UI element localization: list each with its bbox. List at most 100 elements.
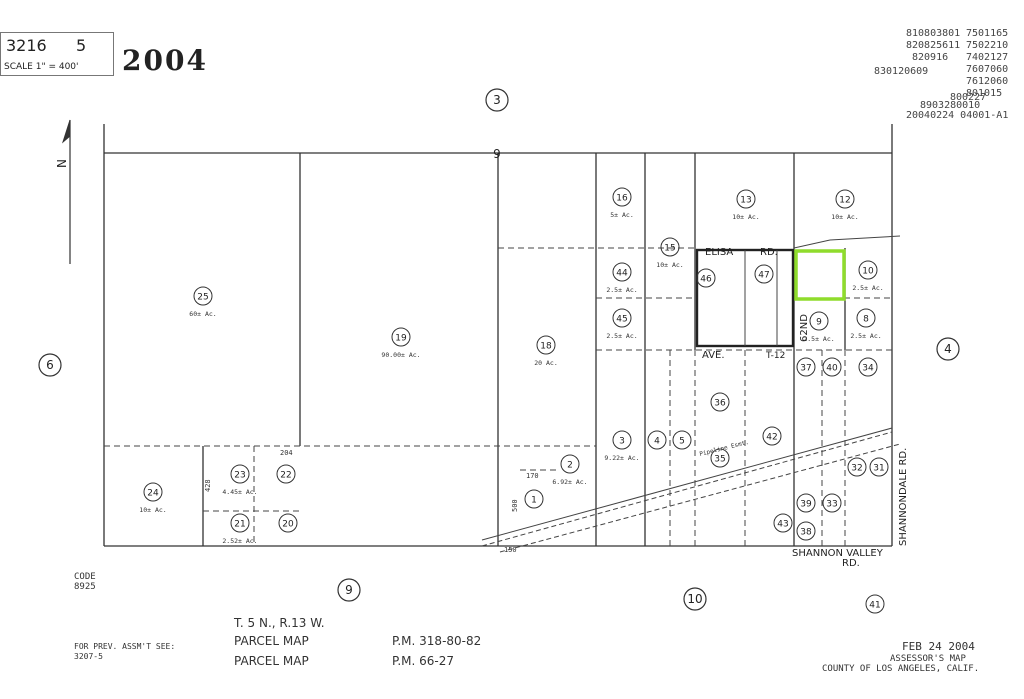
section-number: 9 (345, 583, 353, 597)
parcel-number: 21 (234, 520, 245, 530)
parcel-number: 10 (862, 267, 874, 277)
section-circle (683, 587, 707, 611)
parcel-acreage: 4.45± Ac. (222, 488, 257, 496)
stamp-date: FEB 24 2004 (902, 640, 975, 653)
parcel-circle (612, 430, 632, 450)
parcel-number: 13 (740, 196, 751, 206)
parcel-acreage: 10± Ac. (732, 213, 759, 221)
section-circle (936, 337, 960, 361)
section-number: 10 (687, 592, 702, 606)
section-number: 3 (493, 93, 501, 107)
parcel-circle (773, 513, 793, 533)
parcel-number: 8 (863, 315, 869, 325)
parcel-acreage: 90.00± Ac. (381, 351, 420, 359)
dim-label: 500 (511, 499, 519, 512)
ref-8: 830120609 (874, 66, 929, 77)
page-number: 5 (76, 36, 87, 55)
ref-2: 7501165 (966, 28, 1009, 39)
parcel-number: 37 (800, 364, 811, 374)
parcel-circle (822, 357, 842, 377)
parcel-circle (647, 430, 667, 450)
parcel-number: 40 (826, 364, 838, 374)
parcel-acreage: 2.5± Ac. (606, 332, 637, 340)
road-shannon-valley-rd: RD. (842, 558, 860, 569)
parcel-circle (754, 264, 774, 284)
parcel-circle (612, 262, 632, 282)
ref-11: 8903280010 (920, 100, 981, 111)
parcel-acreage: 2.5± Ac. (850, 332, 881, 340)
parcel-circle (230, 513, 250, 533)
parcel-circle (696, 268, 716, 288)
parcel-number: 45 (616, 315, 627, 325)
parcel-map-label-1: PARCEL MAP (234, 634, 309, 648)
section-corner-label: 9 (493, 147, 501, 161)
parcel-circle (736, 189, 756, 209)
parcel-circle (560, 454, 580, 474)
ref-6: 7402127 (966, 52, 1009, 63)
ref-10: 801015 (966, 88, 1003, 99)
road-62nd: 62ND (799, 314, 810, 342)
parcel-circle (278, 513, 298, 533)
parcel-circle (847, 457, 867, 477)
road-elisa: ELISA (705, 247, 733, 258)
scale-label: SCALE 1" = 400' (4, 62, 79, 72)
parcel-acreage: 2.52± Ac. (222, 537, 257, 545)
parcel-number: 47 (758, 271, 769, 281)
parcel-circle (536, 335, 556, 355)
ref-4: 7502210 (966, 40, 1009, 51)
parcel-number: 18 (540, 342, 552, 352)
parcel-circle (660, 237, 680, 257)
parcel-number: 4 (654, 437, 660, 447)
ref-5: 820916 (912, 52, 949, 63)
road-ave: AVE. (702, 350, 725, 361)
parcel-acreage: 2.5± Ac. (606, 286, 637, 294)
parcel-number: 44 (616, 269, 628, 279)
parcel-circle (858, 260, 878, 280)
parcel-number: 15 (664, 244, 675, 254)
parcel-number: 19 (395, 334, 407, 344)
parcel-circle (809, 311, 829, 331)
section-circle (485, 88, 509, 112)
parcel-number: 23 (234, 471, 245, 481)
parcel-circle (391, 327, 411, 347)
ref-1: 810803801 (906, 28, 961, 39)
parcel-circle (230, 464, 250, 484)
parcel-number: 2 (567, 461, 573, 471)
ref-3: 820825611 (906, 40, 961, 51)
parcel-circle (869, 457, 889, 477)
easement-line (793, 239, 831, 249)
parcel-acreage: 10± Ac. (139, 506, 166, 514)
parcel-circle (672, 430, 692, 450)
book-number: 3216 (6, 36, 47, 55)
stamp-county: COUNTY OF LOS ANGELES, CALIF. (822, 664, 980, 674)
parcel-number: 33 (826, 500, 837, 510)
parcel-circle (856, 308, 876, 328)
parcel-circle (822, 493, 842, 513)
parcel-number: 41 (869, 601, 880, 611)
prev-assessment-ref: 3207-5 (74, 652, 103, 661)
parcel-acreage: 10± Ac. (656, 261, 683, 269)
parcel-number: 24 (147, 489, 159, 499)
parcel-circle (796, 493, 816, 513)
parcel-map-label-2: PARCEL MAP (234, 654, 309, 668)
parcel-map-ref-1: P.M. 318-80-82 (392, 634, 482, 648)
parcel-acreage: 6.92± Ac. (552, 478, 587, 486)
map-year: 2004 (122, 44, 208, 77)
parcel-number: 20 (282, 520, 294, 530)
parcel-circle (835, 189, 855, 209)
parcel-number: 46 (700, 275, 712, 285)
parcel-number: 9 (816, 318, 822, 328)
parcel-circle (612, 187, 632, 207)
parcel-circle (276, 464, 296, 484)
section-circle (38, 353, 62, 377)
ref-13: 20040224 04001-A1 (906, 110, 1009, 121)
parcel-acreage: 20 Ac. (534, 359, 557, 367)
parcel-number: 42 (766, 433, 777, 443)
parcel-circle (858, 357, 878, 377)
easement-line (829, 235, 901, 241)
prev-assessment-label: FOR PREV. ASSM'T SEE: (74, 642, 176, 651)
parcel-circle (710, 392, 730, 412)
ref-12: 800227 (950, 92, 987, 103)
parcel-acreage: 10± Ac. (831, 213, 858, 221)
